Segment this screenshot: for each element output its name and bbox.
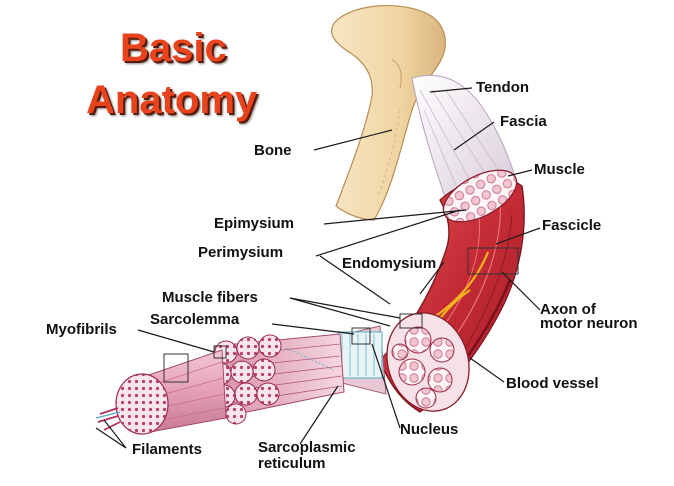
label-sarcoplasmic-line-1: Sarcoplasmic: [258, 439, 356, 456]
fascicle-cross-section: [386, 312, 470, 412]
label-endomysium: Endomysium: [342, 255, 437, 272]
leader-lines: [95, 87, 541, 449]
label-perimysium: Perimysium: [198, 244, 284, 261]
bone-shape: [331, 5, 446, 221]
label-axon-line-1: Axon of: [540, 301, 596, 318]
label-myofibrils: Myofibrils: [46, 321, 117, 338]
label-blood-vessel: Blood vessel: [506, 375, 599, 392]
label-nucleus: Nucleus: [400, 421, 459, 438]
label-muscle: Muscle: [534, 161, 585, 178]
label-sarcoplasmic-line-2: reticulum: [258, 455, 326, 472]
magnification-brackets: [163, 247, 519, 383]
title-line-1: Basic: [120, 26, 227, 70]
label-epimysium: Epimysium: [214, 215, 295, 232]
label-axon-line-2: motor neuron: [540, 315, 638, 332]
label-bone: Bone: [254, 142, 292, 159]
myofibril-cylinder: [95, 349, 227, 435]
label-sarcolemma: Sarcolemma: [150, 311, 240, 328]
label-muscle-fibers: Muscle fibers: [162, 289, 258, 306]
muscle-fiber-bundle: [208, 333, 345, 425]
label-fascia: Fascia: [500, 113, 547, 130]
title-line-2: Anatomy: [86, 78, 258, 122]
label-fascicle: Fascicle: [542, 217, 602, 234]
label-filaments: Filaments: [132, 441, 203, 458]
label-tendon: Tendon: [476, 79, 530, 96]
